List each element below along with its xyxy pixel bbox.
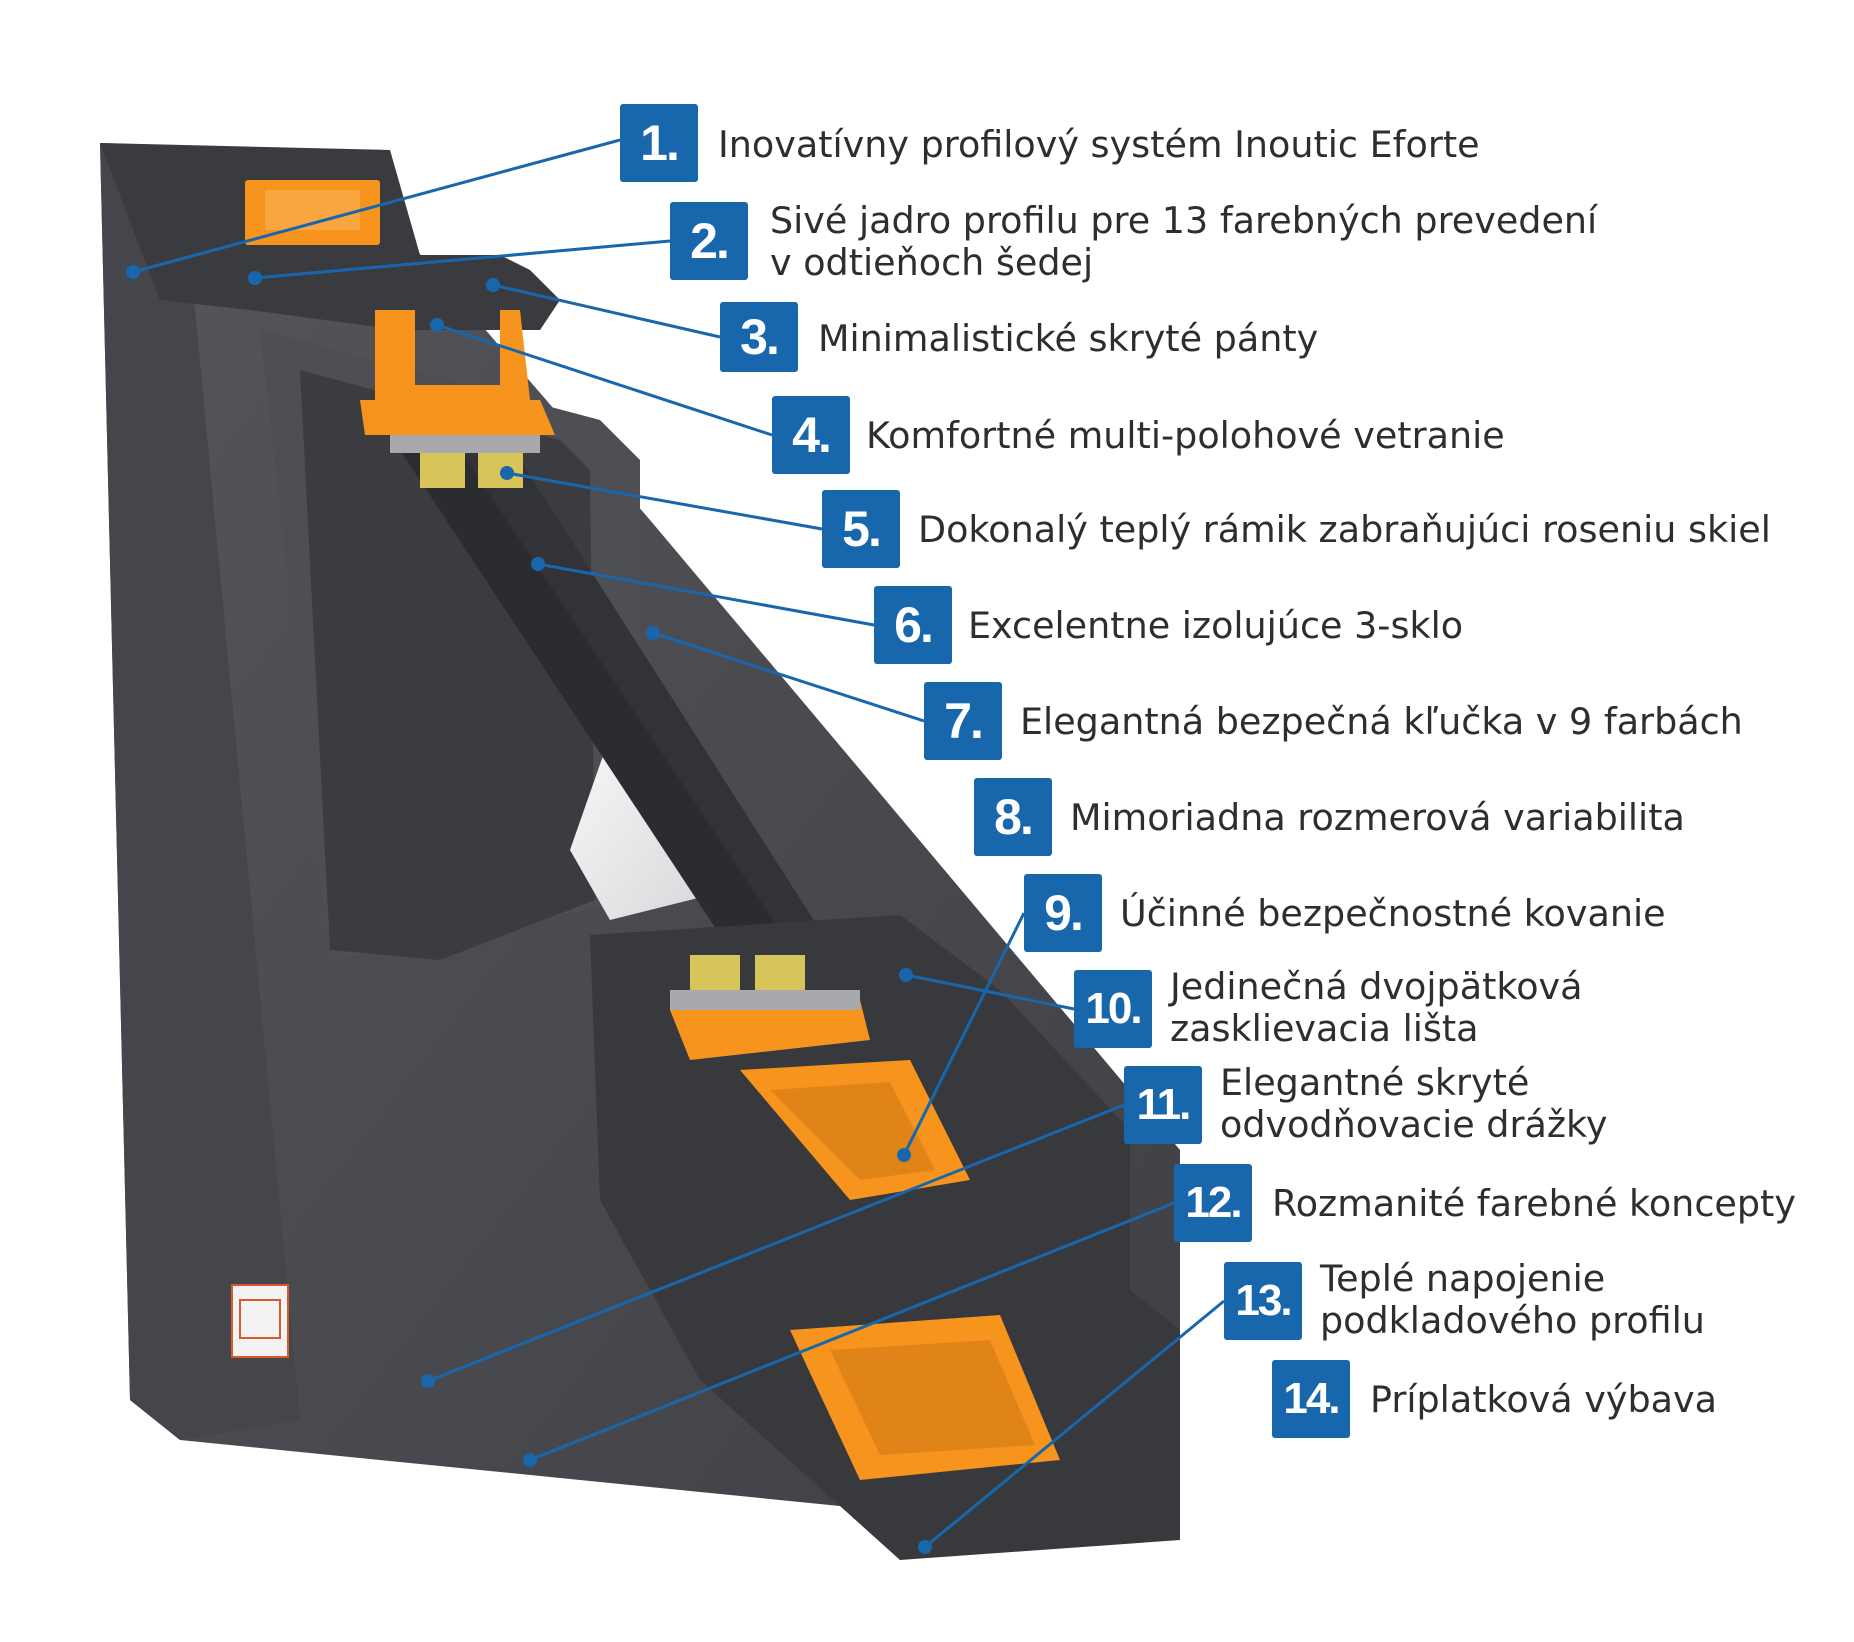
feature-label-14: Príplatková výbava bbox=[1370, 1379, 1717, 1421]
leader-dot-3 bbox=[486, 278, 500, 292]
glass-edge bbox=[400, 450, 780, 935]
leader-dot-1 bbox=[126, 265, 140, 279]
frame-left-face bbox=[100, 143, 300, 1440]
sash-top-reinforcement bbox=[375, 310, 530, 400]
leader-line-1 bbox=[132, 138, 621, 274]
leader-line-3 bbox=[492, 283, 721, 339]
feature-badge-8: 8. bbox=[974, 778, 1052, 856]
feature-badge-6: 6. bbox=[874, 586, 952, 664]
leader-line-10 bbox=[905, 973, 1075, 1011]
feature-label-line: Elegantná bezpečná kľučka v 9 farbách bbox=[1020, 700, 1743, 743]
feature-label-line: podkladového profilu bbox=[1320, 1299, 1705, 1342]
leader-line-11 bbox=[427, 1103, 1125, 1383]
feature-label-2: Sivé jadro profilu pre 13 farebných prev… bbox=[770, 200, 1597, 284]
bottom-spacer bbox=[670, 990, 860, 1010]
leader-line-2 bbox=[254, 239, 671, 280]
spacer-top bbox=[390, 435, 540, 453]
feature-label-line: Minimalistické skryté pánty bbox=[818, 317, 1319, 360]
leader-line-13 bbox=[924, 1299, 1225, 1549]
feature-label-line: v odtieňoch šedej bbox=[770, 241, 1094, 284]
bottom-desiccant-left bbox=[690, 955, 740, 990]
feature-badge-9: 9. bbox=[1024, 874, 1102, 952]
feature-label-line: Príplatková výbava bbox=[1370, 1378, 1717, 1421]
bottom-glazing-bead bbox=[670, 1000, 870, 1060]
feature-badge-10: 10. bbox=[1074, 970, 1152, 1048]
feature-label-line: zasklievacia lišta bbox=[1170, 1007, 1479, 1050]
leader-dot-11 bbox=[421, 1374, 435, 1388]
feature-badge-5: 5. bbox=[822, 490, 900, 568]
leader-line-12 bbox=[529, 1201, 1175, 1462]
feature-label-line: Rozmanité farebné koncepty bbox=[1272, 1182, 1796, 1225]
feature-label-line: Excelentne izolujúce 3-sklo bbox=[968, 604, 1464, 647]
feature-label-4: Komfortné multi-polohové vetranie bbox=[866, 415, 1505, 457]
feature-label-5: Dokonalý teplý rámik zabraňujúci roseniu… bbox=[918, 509, 1771, 551]
leader-dot-12 bbox=[523, 1453, 537, 1467]
leader-dot-6 bbox=[531, 557, 545, 571]
feature-badge-7: 7. bbox=[924, 682, 1002, 760]
brand-sticker bbox=[231, 1284, 289, 1358]
feature-badge-1: 1. bbox=[620, 104, 698, 182]
feature-label-12: Rozmanité farebné koncepty bbox=[1272, 1183, 1796, 1225]
feature-label-1: Inovatívny profilový systém Inoutic Efor… bbox=[718, 124, 1480, 166]
feature-label-line: Inovatívny profilový systém Inoutic Efor… bbox=[718, 123, 1480, 166]
feature-badge-12: 12. bbox=[1174, 1164, 1252, 1242]
feature-label-line: Mimoriadna rozmerová variabilita bbox=[1070, 796, 1685, 839]
feature-label-line: Sivé jadro profilu pre 13 farebných prev… bbox=[770, 199, 1598, 242]
leader-dot-5 bbox=[500, 466, 514, 480]
feature-label-line: Jedinečná dvojpätková bbox=[1170, 965, 1583, 1008]
feature-badge-14: 14. bbox=[1272, 1360, 1350, 1438]
feature-label-line: Účinné bezpečnostné kovanie bbox=[1120, 892, 1666, 935]
glazing-bead-top bbox=[360, 400, 555, 435]
feature-badge-4: 4. bbox=[772, 396, 850, 474]
leader-line-7 bbox=[652, 631, 925, 723]
leader-line-5 bbox=[506, 471, 823, 531]
feature-label-line: Elegantné skryté bbox=[1220, 1061, 1530, 1104]
leader-dot-2 bbox=[248, 271, 262, 285]
leader-line-6 bbox=[537, 562, 875, 627]
desiccant-left bbox=[420, 453, 465, 488]
feature-label-7: Elegantná bezpečná kľučka v 9 farbách bbox=[1020, 701, 1743, 743]
feature-badge-3: 3. bbox=[720, 302, 798, 372]
feature-label-line: Teplé napojenie bbox=[1320, 1257, 1606, 1300]
leader-dot-13 bbox=[918, 1540, 932, 1554]
feature-label-8: Mimoriadna rozmerová variabilita bbox=[1070, 797, 1685, 839]
bottom-desiccant-right bbox=[755, 955, 805, 990]
leader-dot-7 bbox=[646, 626, 660, 640]
feature-badge-2: 2. bbox=[670, 202, 748, 280]
feature-label-line: Dokonalý teplý rámik zabraňujúci roseniu… bbox=[918, 508, 1771, 551]
feature-label-line: odvodňovacie drážky bbox=[1220, 1103, 1608, 1146]
feature-label-3: Minimalistické skryté pánty bbox=[818, 318, 1318, 360]
leader-dot-10 bbox=[899, 968, 913, 982]
leader-lines bbox=[126, 138, 1225, 1554]
feature-label-line: Komfortné multi-polohové vetranie bbox=[866, 414, 1505, 457]
leader-line-4 bbox=[436, 323, 773, 437]
feature-label-9: Účinné bezpečnostné kovanie bbox=[1120, 893, 1666, 935]
leader-dot-4 bbox=[430, 318, 444, 332]
feature-badge-11: 11. bbox=[1124, 1066, 1202, 1144]
feature-badge-13: 13. bbox=[1224, 1262, 1302, 1340]
glass-edge-2 bbox=[460, 450, 820, 930]
leader-line-9 bbox=[902, 912, 1026, 1156]
leader-dot-9 bbox=[897, 1148, 911, 1162]
feature-label-6: Excelentne izolujúce 3-sklo bbox=[968, 605, 1463, 647]
